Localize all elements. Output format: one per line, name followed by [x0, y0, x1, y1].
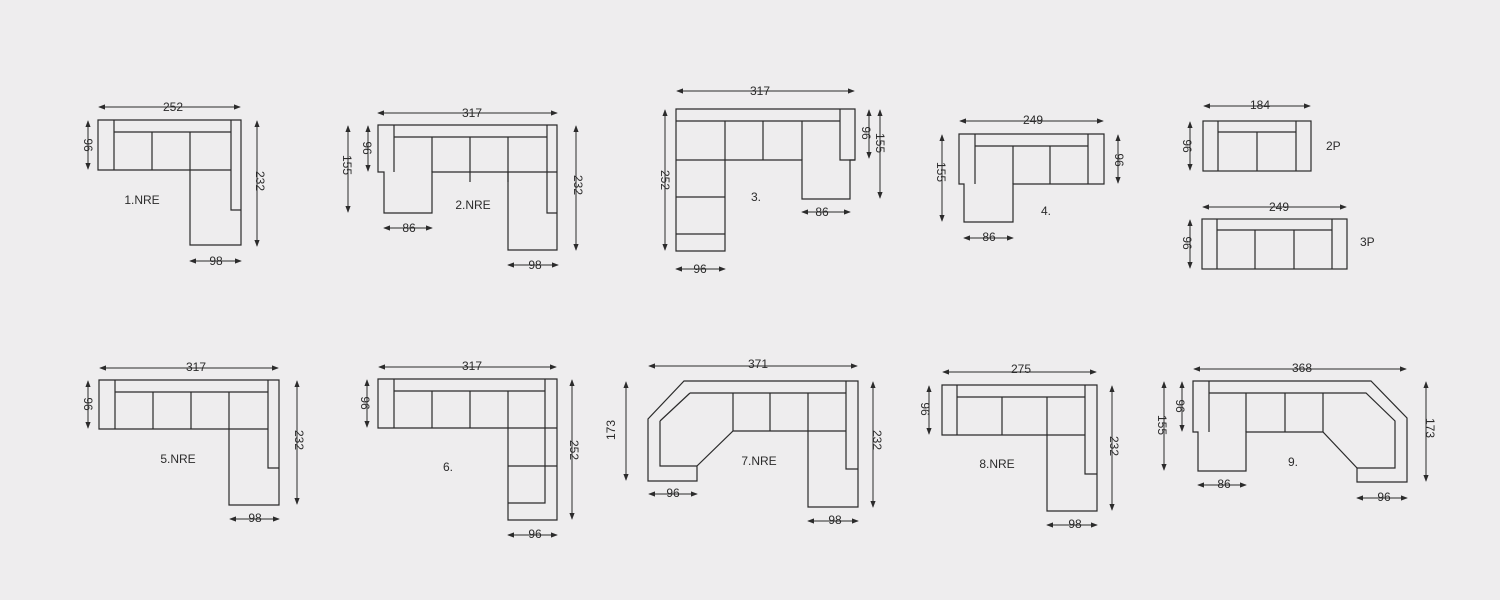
dim-depth-right: 173	[1423, 418, 1437, 438]
dim-chaise-left: 86	[402, 221, 416, 235]
sofa-label: 4.	[1041, 204, 1051, 218]
dim-width: 317	[186, 360, 206, 374]
dim-width: 249	[1023, 113, 1043, 127]
sofa-label: 6.	[443, 460, 453, 474]
sofa-3p: 249 96 3P	[1180, 200, 1375, 270]
dim-width: 317	[462, 106, 482, 120]
dim-width: 275	[1011, 362, 1031, 376]
sofa-label: 7.NRE	[741, 454, 776, 468]
sofa-label: 8.NRE	[979, 457, 1014, 471]
dim-length: 232	[253, 171, 267, 191]
sofa-label: 5.NRE	[160, 452, 195, 466]
sofa-3: 317 252 96 155 86 96 3.	[658, 84, 887, 276]
sofa-8: 275 96 232 98 8.NRE	[918, 362, 1121, 531]
dim-depth-chaise: 155	[934, 162, 948, 182]
dim-length: 252	[567, 440, 581, 460]
dim-length: 232	[1107, 436, 1121, 456]
dim-depth: 173	[604, 420, 618, 440]
sofa-4: 249 155 96 86 4.	[934, 113, 1126, 244]
dim-width: 317	[750, 84, 770, 98]
dim-depth: 96	[1180, 236, 1194, 250]
dim-depth-chaise: 155	[1155, 415, 1169, 435]
dim-width: 249	[1269, 200, 1289, 214]
dim-arm: 96	[666, 486, 680, 500]
sofa-2: 317 155 96 232 86 98 2.NRE	[340, 106, 585, 272]
dim-chaise: 98	[248, 511, 262, 525]
dim-length: 232	[292, 430, 306, 450]
dim-depth-chaise: 155	[873, 133, 887, 153]
dim-length: 232	[870, 430, 884, 450]
dim-depth: 96	[81, 397, 95, 411]
dim-length: 232	[571, 175, 585, 195]
dim-depth: 96	[1180, 139, 1194, 153]
dim-length: 252	[658, 170, 672, 190]
sofa-6: 317 96 252 96 6.	[358, 359, 581, 541]
sofa-label: 9.	[1288, 455, 1298, 469]
dim-chaise: 98	[1068, 517, 1082, 531]
sofa-label: 3.	[751, 190, 761, 204]
sofa-9: 368 155 96 173 86 96 9.	[1155, 361, 1437, 504]
dim-depth-chaise: 155	[340, 155, 354, 175]
dim-chaise-right: 98	[528, 258, 542, 272]
dim-arm: 96	[528, 527, 542, 541]
dim-width: 252	[163, 100, 183, 114]
dim-width: 317	[462, 359, 482, 373]
dim-depth: 96	[358, 396, 372, 410]
dim-chaise: 98	[209, 254, 223, 268]
dim-depth: 96	[1112, 153, 1126, 167]
dim-depth: 96	[360, 141, 374, 155]
dim-chaise: 86	[1217, 477, 1231, 491]
dim-width: 184	[1250, 98, 1270, 112]
sofa-label: 1.NRE	[124, 193, 159, 207]
dim-arm: 96	[693, 262, 707, 276]
dim-depth: 96	[1173, 399, 1187, 413]
sofa-label: 3P	[1360, 235, 1375, 249]
sofa-1: 252 96 232 98 1.NRE	[81, 100, 267, 268]
sofa-2p: 184 96 2P	[1180, 98, 1341, 172]
sofa-7: 371 173 232 96 98 7.NRE	[604, 357, 884, 527]
dim-width: 368	[1292, 361, 1312, 375]
dim-arm: 96	[1377, 490, 1391, 504]
dim-depth: 96	[859, 126, 873, 140]
dim-chaise: 86	[982, 230, 996, 244]
dim-chaise: 86	[815, 205, 829, 219]
sofa-label: 2.NRE	[455, 198, 490, 212]
sofa-label: 2P	[1326, 139, 1341, 153]
dim-width: 371	[748, 357, 768, 371]
dim-depth: 96	[918, 402, 932, 416]
dim-chaise: 98	[828, 513, 842, 527]
sofa-5: 317 96 232 98 5.NRE	[81, 360, 306, 525]
dim-depth: 96	[81, 138, 95, 152]
